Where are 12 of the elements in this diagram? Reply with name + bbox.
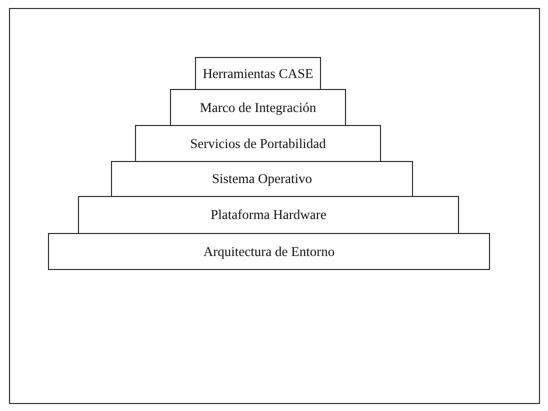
layer-label: Sistema Operativo (212, 171, 312, 187)
layer-label: Herramientas CASE (202, 66, 314, 82)
layer-label: Plataforma Hardware (210, 207, 326, 223)
layer-box (78, 196, 459, 234)
layer-label: Servicios de Portabilidad (190, 136, 326, 152)
layer-label: Marco de Integración (200, 100, 316, 116)
layer-box (48, 233, 490, 270)
layer-box (170, 89, 346, 126)
layer-box (135, 125, 381, 162)
layer-box (195, 57, 321, 91)
layer-label: Arquitectura de Entorno (203, 244, 335, 260)
layer-box (111, 161, 413, 197)
